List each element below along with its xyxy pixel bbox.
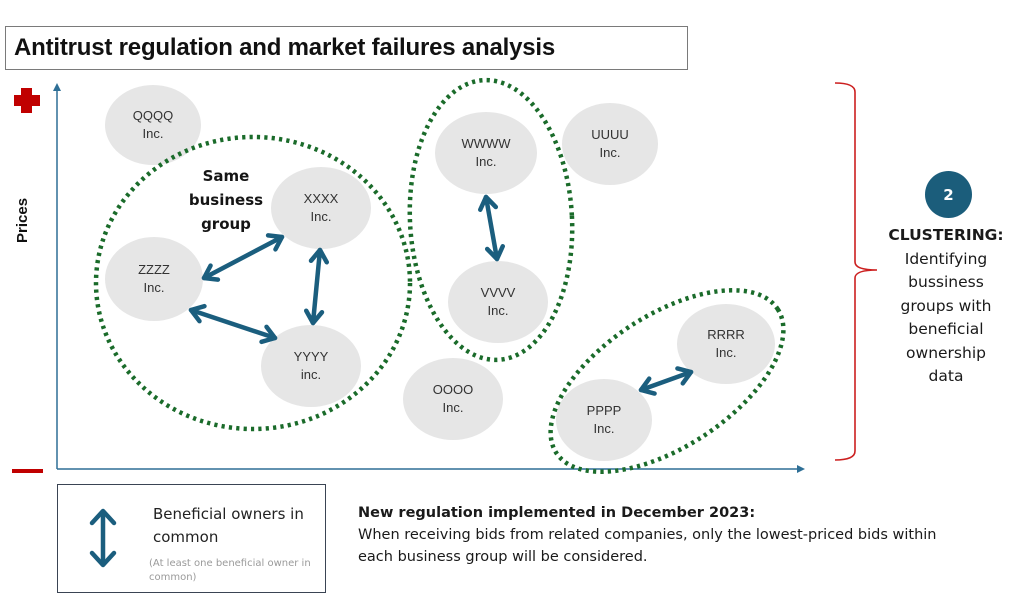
plus-icon <box>14 88 40 113</box>
company-suffix: Inc. <box>142 126 164 141</box>
clustering-line: bussiness <box>908 273 984 291</box>
company-label-qqqq: QQQQ Inc. <box>105 85 201 165</box>
clustering-heading: CLUSTERING: <box>888 226 1004 244</box>
group-label: Same business group <box>166 164 286 236</box>
group-label-line: business <box>188 191 264 209</box>
company-name: RRRR <box>707 327 745 342</box>
company-label-uuuu: UUUU Inc. <box>562 103 658 185</box>
clustering-line: groups with <box>900 296 992 315</box>
regulation-note: New regulation implemented in December 2… <box>358 502 958 568</box>
ownership-link-xxxx-zzzz <box>201 233 285 282</box>
regulation-body: When receiving bids from related compani… <box>358 527 937 565</box>
clustering-line: ownership <box>906 343 986 362</box>
clustering-line: data <box>928 367 964 385</box>
company-node-uuuu <box>562 103 658 185</box>
company-name: VVVV <box>480 285 516 300</box>
ownership-link-wwww-vvvv <box>477 194 506 262</box>
group-label-line: group <box>201 215 251 233</box>
cluster-outline <box>548 288 786 474</box>
company-suffix: Inc. <box>593 421 615 436</box>
ownership-link-zzzz-yyyy <box>188 303 278 345</box>
company-label-oooo: OOOO Inc. <box>403 358 503 440</box>
ownership-link-xxxx-yyyy <box>303 247 330 326</box>
clustering-description: CLUSTERING: Identifying bussiness groups… <box>868 224 1024 389</box>
company-node-oooo <box>403 358 503 440</box>
company-node-wwww <box>435 112 537 194</box>
company-name: UUUU <box>591 127 629 142</box>
company-suffix: Inc. <box>599 145 621 160</box>
legend-title: Beneficial owners in common <box>153 505 304 546</box>
company-name: OOOO <box>432 382 474 397</box>
ownership-link-pppp-rrrr <box>638 366 694 396</box>
company-node-yyyy <box>261 325 361 407</box>
company-suffix: Inc. <box>715 345 737 360</box>
company-suffix: Inc. <box>487 303 509 318</box>
minus-icon <box>12 469 43 473</box>
company-name: PPPP <box>586 403 622 418</box>
company-node-xxxx <box>271 167 371 249</box>
company-node-vvvv <box>448 261 548 343</box>
company-name: ZZZZ <box>138 262 170 277</box>
company-label-pppp: PPPP Inc. <box>556 379 652 461</box>
clustering-line: beneficial <box>908 320 984 338</box>
title-box: Antitrust regulation and market failures… <box>5 26 688 70</box>
company-name: WWWW <box>461 136 511 151</box>
company-name: QQQQ <box>132 108 174 123</box>
y-axis-label: Prices <box>14 197 31 243</box>
company-label-xxxx: XXXX Inc. <box>271 167 371 249</box>
company-suffix: Inc. <box>475 154 497 169</box>
double-arrow-icon <box>89 508 117 568</box>
company-label-wwww: WWWW Inc. <box>435 112 537 194</box>
company-label-zzzz: ZZZZ Inc. <box>105 237 203 321</box>
company-label-yyyy: YYYY inc. <box>261 325 361 407</box>
company-suffix: Inc. <box>310 209 332 224</box>
regulation-heading: New regulation implemented in December 2… <box>358 505 756 521</box>
legend-note: (At least one beneficial owner in common… <box>149 558 311 583</box>
company-name: XXXX <box>303 191 339 206</box>
group-label-line: Same <box>202 167 250 185</box>
company-node-qqqq <box>105 85 201 165</box>
company-name: YYYY <box>293 349 329 364</box>
company-node-pppp <box>556 379 652 461</box>
legend-box: Beneficial owners in common (At least on… <box>57 484 326 593</box>
company-label-rrrr: RRRR Inc. <box>677 304 775 384</box>
clustering-line: Identifying <box>904 249 988 268</box>
cluster-outline <box>407 77 575 363</box>
company-suffix: Inc. <box>143 280 165 295</box>
company-suffix: Inc. <box>442 400 464 415</box>
right-brace <box>834 82 878 461</box>
company-label-vvvv: VVVV Inc. <box>448 261 548 343</box>
company-node-rrrr <box>677 304 775 384</box>
page-title: Antitrust regulation and market failures… <box>14 34 556 61</box>
company-node-zzzz <box>105 237 203 321</box>
company-suffix: inc. <box>300 367 322 382</box>
cluster-outline <box>93 134 413 432</box>
step-badge: 2 <box>925 171 972 218</box>
